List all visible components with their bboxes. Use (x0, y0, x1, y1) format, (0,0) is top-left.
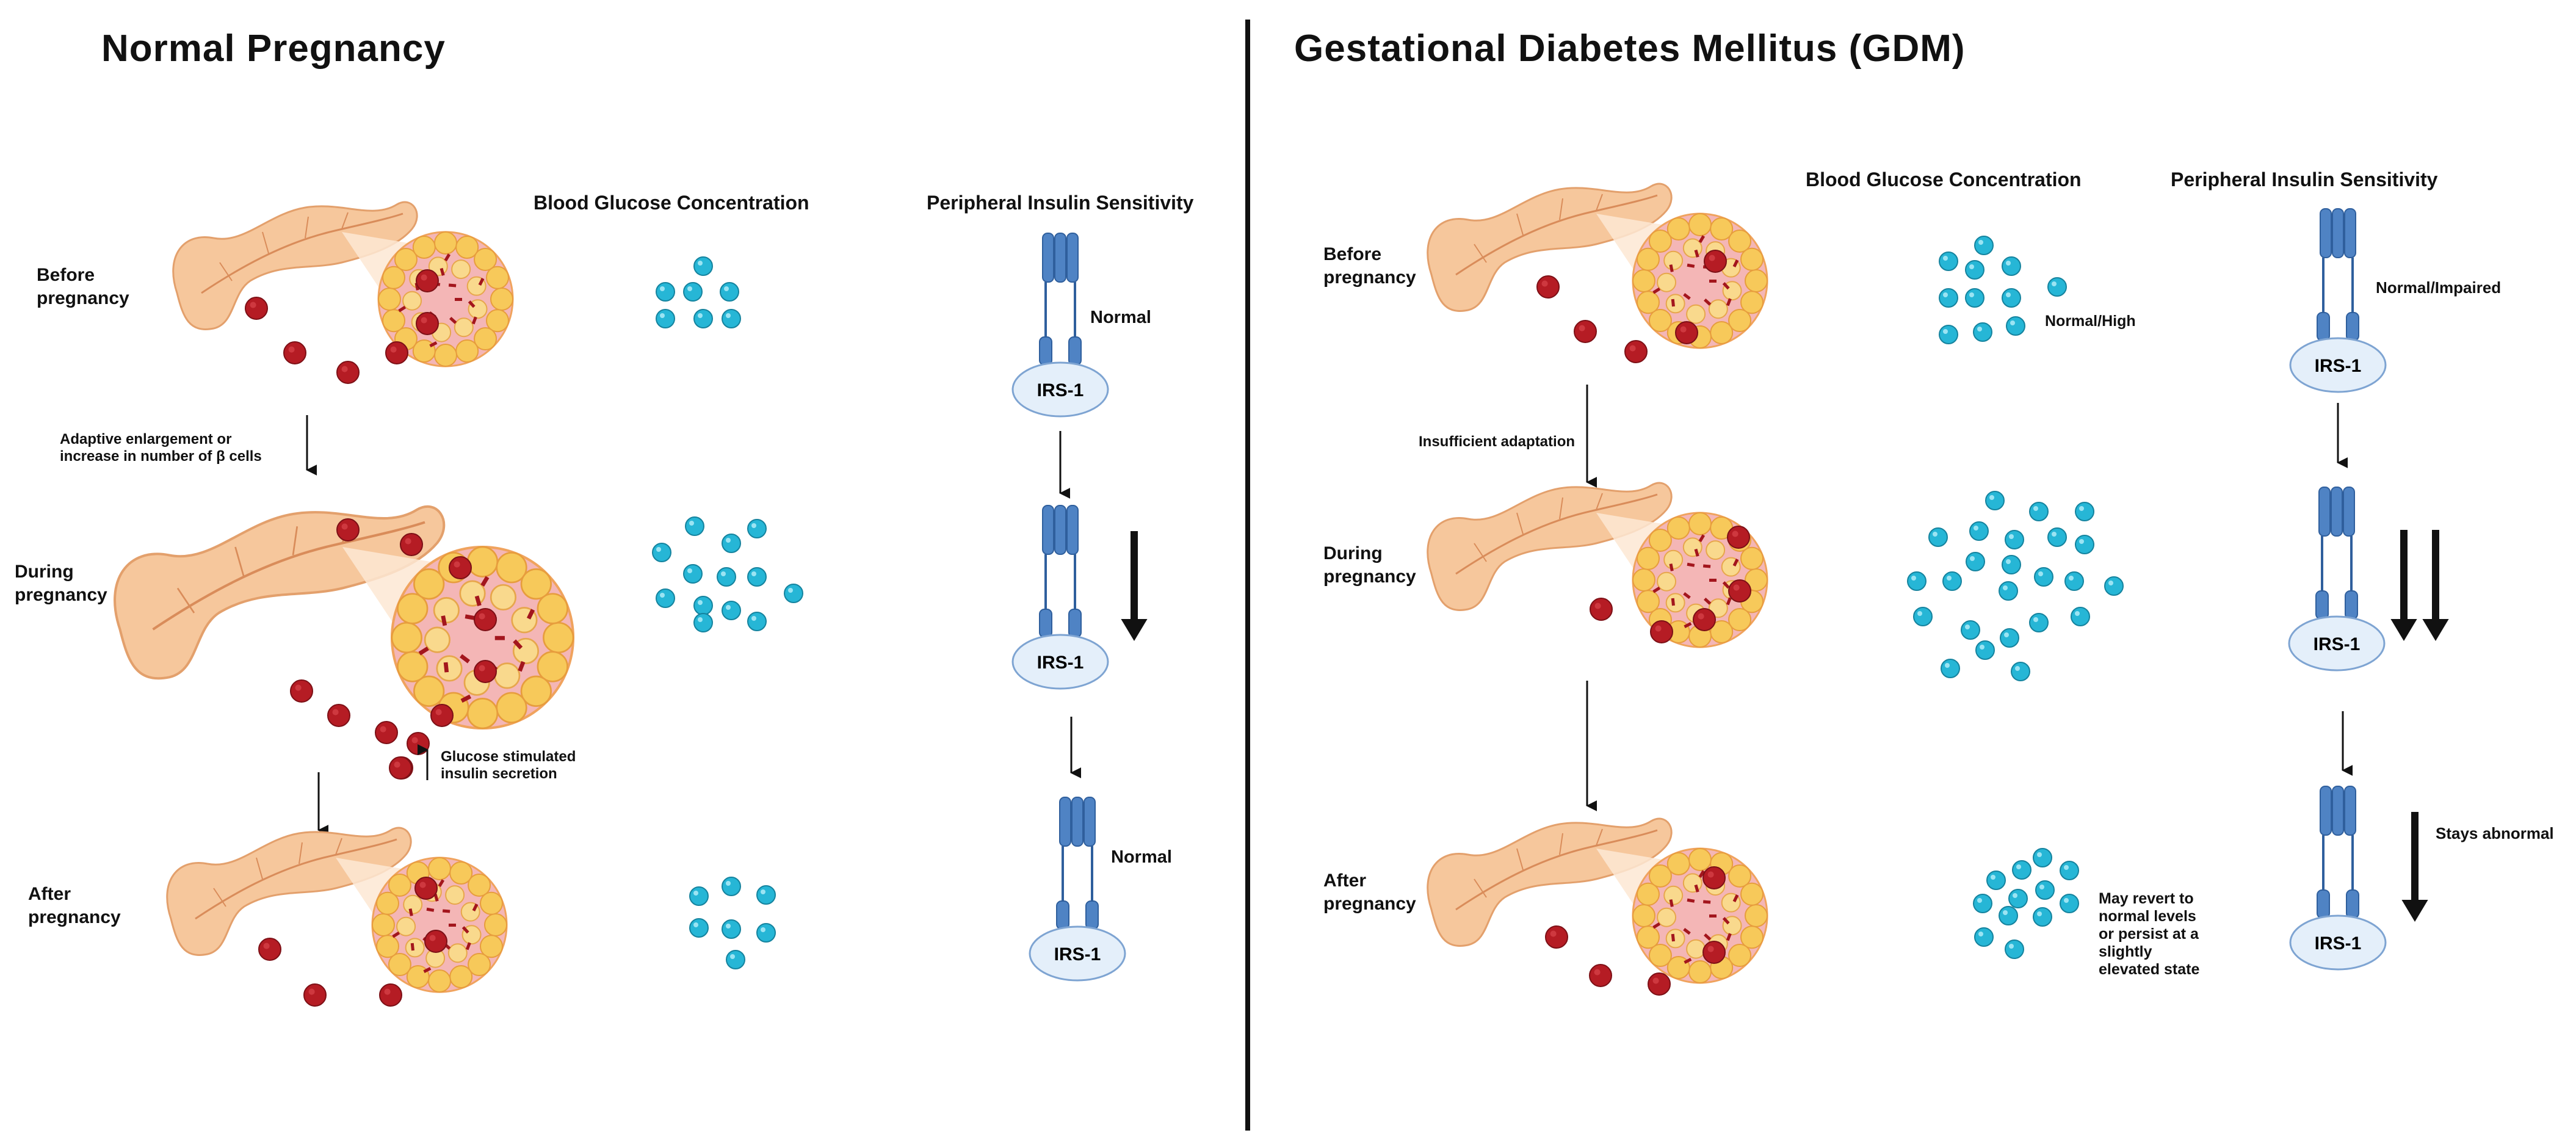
gdm-pancreas-after (1427, 817, 1768, 984)
normal-receptor-during: IRS-1 (1011, 505, 1109, 690)
gdm-rbc-during (1590, 526, 1751, 643)
irs-1-label: IRS-1 (1037, 380, 1084, 400)
gdm-receptor-during: IRS-1 (2288, 487, 2386, 672)
normal-rbc-gsis (389, 756, 412, 780)
normal-receptor-before: IRS-1 (1011, 233, 1109, 418)
gdm-insufficient-note: Insufficient adaptation (1419, 433, 1576, 450)
gdm-stage-during: During pregnancy (1323, 543, 1416, 587)
gdm-glucose-before (1939, 236, 2067, 344)
irs-1-label: IRS-1 (2314, 634, 2361, 654)
normal-glucose-during (652, 516, 803, 632)
normal-sensitivity-decrease-arrow (1121, 531, 1148, 641)
gdm-stage-before: Before pregnancy (1323, 244, 1416, 288)
irs-1-label: IRS-1 (1037, 653, 1084, 673)
gdm-glucose-after-state: May revert to normal levels or persist a… (2099, 890, 2200, 978)
normal-gsis-note: Glucose stimulated insulin secretion (441, 748, 576, 782)
irs-1-label: IRS-1 (1054, 944, 1101, 965)
normal-stage-before: Before pregnancy (37, 265, 129, 308)
normal-pancreas-after (166, 827, 508, 993)
irs-1-label: IRS-1 (2315, 933, 2362, 954)
gdm-rbc-before (1536, 250, 1727, 363)
normal-glucose-before (656, 256, 741, 328)
normal-adaptive-note: Adaptive enlargement or increase in numb… (60, 431, 262, 465)
normal-receptor-after: IRS-1 (1029, 797, 1126, 982)
gdm-sensitivity-decrease-arrow-2 (2422, 530, 2449, 641)
normal-rbc-before (245, 269, 439, 384)
normal-sensitivity-after: Normal (1111, 847, 1172, 867)
normal-pancreas-before (172, 201, 514, 367)
gdm-pancreas-before (1427, 183, 1768, 349)
gdm-stage-after: After pregnancy (1323, 871, 1416, 914)
irs-1-label: IRS-1 (2315, 356, 2362, 376)
normal-panel-title: Normal Pregnancy (101, 27, 446, 70)
gdm-sensitivity-after: Stays abnormal (2436, 824, 2554, 842)
gdm-glucose-during (1907, 491, 2124, 681)
gdm-glucose-after (1973, 848, 2079, 959)
gdm-rbc-after (1545, 866, 1726, 996)
normal-pancreas-during (114, 505, 575, 730)
gdm-insulin-column-heading: Peripheral Insulin Sensitivity (2171, 168, 2438, 190)
gdm-receptor-after: IRS-1 (2289, 786, 2387, 971)
gdm-glucose-column-heading: Blood Glucose Concentration (1806, 168, 2082, 190)
panel-divider (1245, 20, 1250, 1131)
normal-stage-during: During pregnancy (15, 562, 107, 605)
gdm-sensitivity-decrease-arrow-1 (2390, 530, 2417, 641)
normal-sensitivity-before: Normal (1090, 308, 1151, 327)
normal-glucose-column-heading: Blood Glucose Concentration (534, 192, 809, 214)
normal-insulin-column-heading: Peripheral Insulin Sensitivity (927, 192, 1194, 214)
normal-rbc-during (290, 518, 497, 780)
normal-rbc-after (258, 877, 447, 1007)
normal-stage-after: After pregnancy (28, 884, 121, 927)
gdm-pancreas-during (1427, 482, 1768, 648)
normal-glucose-after (689, 877, 776, 969)
gdm-sensitivity-before: Normal/Impaired (2376, 278, 2502, 297)
gdm-receptor-before: IRS-1 (2289, 208, 2387, 393)
gdm-glucose-before-state: Normal/High (2045, 313, 2136, 330)
gdm-panel-title: Gestational Diabetes Mellitus (GDM) (1294, 27, 1966, 70)
gdm-stays-abnormal-arrow (2401, 812, 2428, 922)
